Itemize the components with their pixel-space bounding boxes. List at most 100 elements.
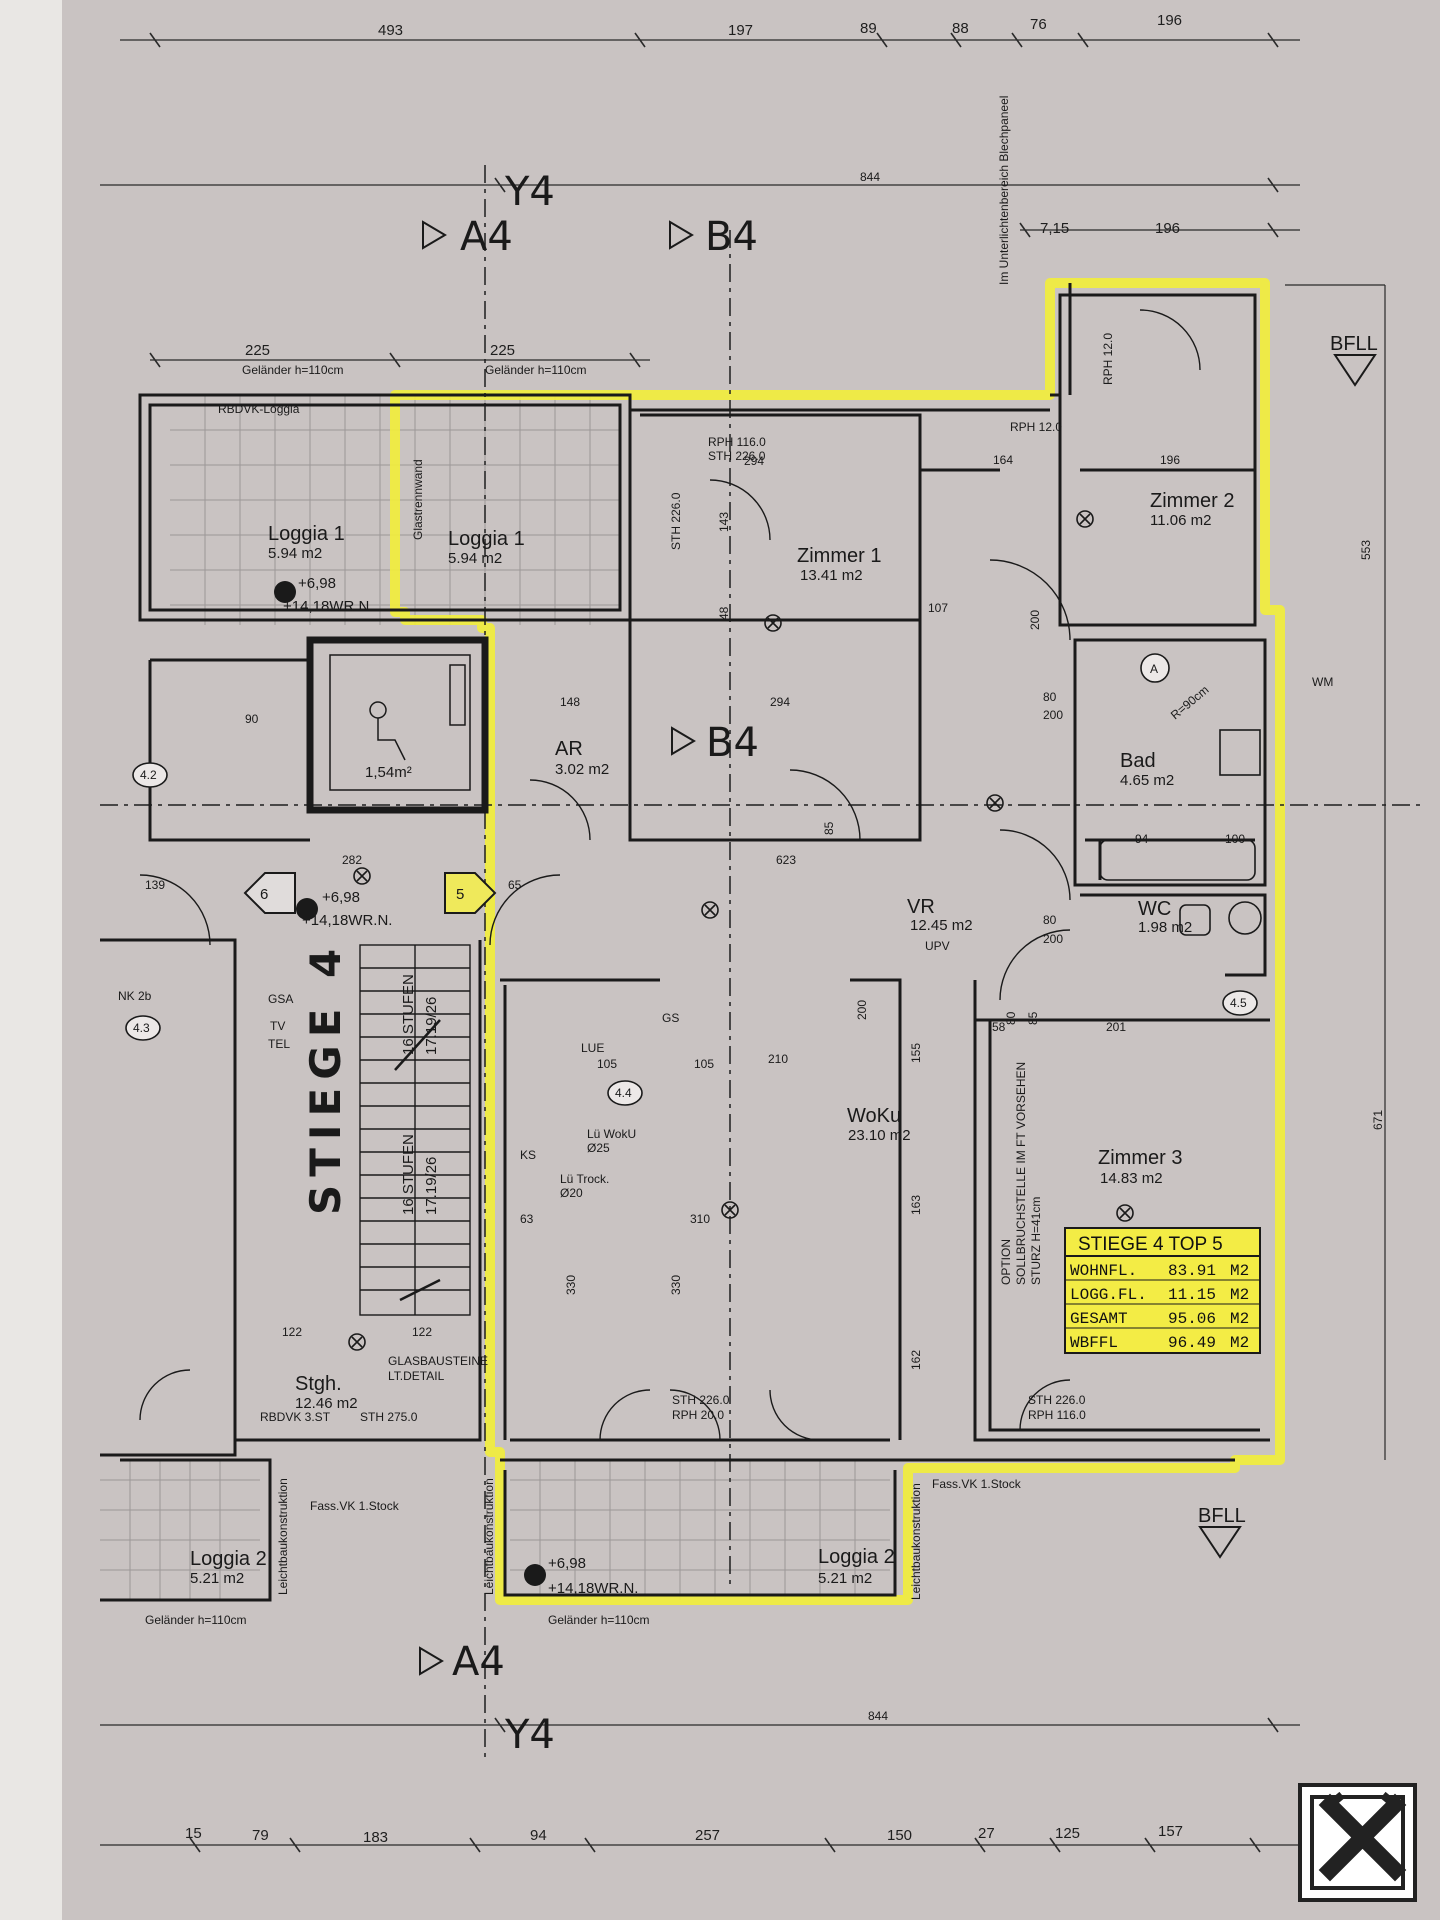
- inner-dim-6: 623: [776, 853, 796, 867]
- tag-a: A: [1150, 662, 1158, 676]
- nk-label: NK 2b: [118, 989, 152, 1003]
- upv-label: UPV: [925, 939, 950, 953]
- lue-trock-sub: Ø20: [560, 1186, 583, 1200]
- dimension-lines: [100, 32, 1386, 1853]
- dim-right-1: 671: [1371, 1110, 1385, 1130]
- level-top: +6,98: [298, 575, 336, 592]
- dim-top4-0: 225: [245, 342, 270, 359]
- inner-dim-23: 143: [717, 512, 731, 532]
- inner-dim-36: 94: [1135, 832, 1149, 846]
- tag-45: 4.5: [1230, 996, 1247, 1010]
- inner-dim-7: 201: [1106, 1020, 1126, 1034]
- light-fixtures: [348, 510, 1134, 1351]
- lue-woku: Lü WokU: [587, 1127, 636, 1141]
- section-markers: [419, 220, 1377, 1676]
- inner-dim-33: 85: [822, 821, 836, 835]
- lift-box: [329, 654, 471, 791]
- zimmer1-name: Zimmer 1: [797, 545, 881, 567]
- dimension-text-top: 493 197 89 88 76 196 844 7,15 196 225 22…: [245, 12, 1182, 359]
- inner-dim-32: 85: [1026, 1011, 1040, 1025]
- inner-dim-31: 200: [1043, 932, 1063, 946]
- summary-table: STIEGE 4 TOP 5 WOHNFL. 83.91 M2 LOGG.FL.…: [1070, 1234, 1249, 1352]
- dim-top-0: 493: [378, 22, 403, 39]
- gelaender-top-left: Geländer h=110cm: [242, 363, 344, 377]
- dimension-text-bottom: 844 15 79 183 94 257 150 27 125 157: [185, 1709, 1183, 1846]
- gelaender-bottom-left: Geländer h=110cm: [145, 1613, 247, 1627]
- loggia2-left-name: Loggia 2: [190, 1548, 267, 1570]
- axis-y4-top: Y4: [504, 169, 555, 215]
- blechpaneel-note: Im Unterlichtenbereich Blechpaneel: [997, 96, 1011, 285]
- bfll-bottom: BFLL: [1198, 1505, 1246, 1527]
- door-swings: [139, 309, 1201, 1441]
- tv-label: TV: [270, 1019, 285, 1033]
- bfll-top: BFLL: [1330, 333, 1378, 355]
- woku-area: 23.10 m2: [848, 1127, 911, 1144]
- rph-woku: RPH 20.0: [672, 1408, 724, 1422]
- glasbau-sub: LT.DETAIL: [388, 1369, 445, 1383]
- fass-right: Fass.VK 1.Stock: [932, 1477, 1022, 1491]
- summary-row-unit: M2: [1230, 1262, 1249, 1280]
- summary-title: STIEGE 4 TOP 5: [1078, 1234, 1223, 1255]
- summary-row-label: LOGG.FL.: [1070, 1286, 1147, 1304]
- zimmer2-name: Zimmer 2: [1150, 490, 1234, 512]
- raiffeisen-logo: [1298, 1783, 1417, 1902]
- summary-row-value: 96.49: [1168, 1334, 1216, 1352]
- sanitary-fixtures: [1099, 729, 1262, 936]
- stufen-upper: 16 STUFEN: [400, 974, 417, 1055]
- stair-label: STIEGE 4: [301, 941, 350, 1215]
- inner-dim-17: 330: [669, 1275, 683, 1295]
- tag-44: 4.4: [615, 1086, 632, 1100]
- section-b4-mid: B4: [706, 720, 759, 766]
- level-bottom-sub: +14,18WR.N.: [548, 1580, 638, 1597]
- sth-zimmer3: STH 226.0: [1028, 1393, 1086, 1407]
- loggia1-left-name: Loggia 1: [268, 523, 345, 545]
- level-bottom: +6,98: [548, 1555, 586, 1572]
- inner-dimensions: 164 196 107 148 294 294 623 201 58 90 28…: [145, 453, 1245, 1370]
- bad-area: 4.65 m2: [1120, 772, 1174, 789]
- inner-dim-14: 63: [520, 1212, 534, 1226]
- summary-row-label: WBFFL: [1070, 1334, 1118, 1352]
- level-mid: +6,98: [322, 889, 360, 906]
- dim-bottom-4: 257: [695, 1827, 720, 1844]
- level-top-sub: +14,18WR.N.: [283, 598, 373, 615]
- dim-bottom-6: 27: [978, 1825, 995, 1842]
- leichtbau-left: Leichtbaukonstruktion: [276, 1478, 290, 1595]
- inner-dim-9: 90: [245, 712, 259, 726]
- stufen-lower-sub: 17.19/26: [423, 1157, 440, 1215]
- inner-dim-16: 330: [564, 1275, 578, 1295]
- section-b4-top: B4: [705, 214, 758, 260]
- tag-43: 4.3: [133, 1021, 150, 1035]
- loggia2-left-area: 5.21 m2: [190, 1570, 244, 1587]
- door-arrows: [243, 872, 497, 914]
- apartment-highlight: [390, 278, 1285, 1605]
- rph-z1-top: RPH 116.0: [708, 435, 766, 449]
- gsa-label: GSA: [268, 992, 293, 1006]
- inner-dim-10: 282: [342, 853, 362, 867]
- annotation-labels: Geländer h=110cm Geländer h=110cm Geländ…: [118, 96, 1333, 1627]
- dim-top4-1: 225: [490, 342, 515, 359]
- rbdvk-loggia: RBDVK-Loggia: [218, 402, 300, 416]
- dim-top-4: 76: [1030, 16, 1047, 33]
- r90: R=90cm: [1168, 683, 1211, 723]
- dim-right-0: 553: [1359, 540, 1373, 560]
- stgh-area: 12.46 m2: [295, 1395, 358, 1412]
- dimension-text-right: 553 671: [1359, 540, 1385, 1130]
- inner-dim-34: 139: [145, 878, 165, 892]
- dim-top-5: 196: [1157, 12, 1182, 29]
- loggia1-right-area: 5.94 m2: [448, 550, 502, 567]
- dim-bottom-0: 15: [185, 1825, 202, 1842]
- inner-dim-27: 80: [1043, 913, 1057, 927]
- dim-top2: 844: [860, 170, 880, 184]
- room-tags: [125, 653, 1258, 1106]
- dim-bottom-1: 79: [252, 1827, 269, 1844]
- rph-z2b: RPH 12.0: [1101, 333, 1115, 385]
- dim-bottom-2: 183: [363, 1829, 388, 1846]
- inner-dim-19: 162: [909, 1350, 923, 1370]
- inner-dim-37: 100: [1225, 832, 1245, 846]
- inner-dim-22: 122: [412, 1325, 432, 1339]
- level-markers: [274, 581, 546, 1586]
- inner-dim-24: 48: [717, 606, 731, 620]
- fass-left: Fass.VK 1.Stock: [310, 1499, 400, 1513]
- glasbau: GLASBAUSTEINE: [388, 1354, 488, 1368]
